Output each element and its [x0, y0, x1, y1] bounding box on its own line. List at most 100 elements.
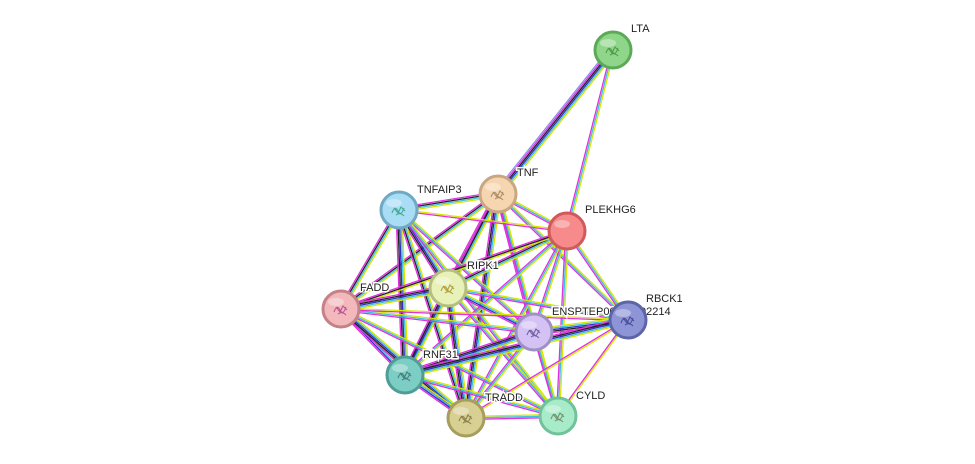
node-cyld[interactable]: CYLD: [538, 389, 607, 436]
edge-evidence-line: [340, 308, 535, 333]
node-label: LTA: [631, 23, 650, 35]
edge-evidence-line: [448, 232, 569, 291]
edge-lta-tnf: [494, 47, 617, 197]
edge-ripk1-rbck1: [447, 285, 629, 323]
node-highlight: [386, 199, 402, 207]
nodes-layer: LTATNFTNFAIP3PLEKHG6RIPK1FADDENSPTEP0000…: [321, 22, 684, 438]
edge-evidence-line: [340, 309, 535, 335]
edge-plekhg6-cyld: [555, 230, 570, 417]
edge-evidence-line: [340, 193, 500, 311]
node-label: CYLD: [576, 390, 605, 402]
node-highlight: [328, 298, 344, 306]
edge-evidence-line: [404, 319, 629, 376]
node-highlight: [453, 407, 469, 415]
edge-evidence-line: [340, 309, 629, 322]
node-tnf[interactable]: TNF: [478, 166, 540, 214]
edge-evidence-line: [398, 209, 535, 333]
protein-structure-icon: [526, 328, 541, 339]
protein-structure-icon: [620, 316, 635, 327]
edge-tnf-fadd: [339, 191, 500, 312]
node-circle[interactable]: [547, 211, 587, 251]
edge-tnfaip3-plekhg6: [398, 208, 568, 233]
edge-evidence-line: [403, 229, 567, 375]
node-label: RNF31: [423, 349, 458, 361]
edge-evidence-line: [497, 193, 629, 321]
edge-evidence-line: [448, 287, 469, 419]
edge-evidence-line: [398, 210, 568, 233]
node-highlight: [392, 364, 408, 372]
node-highlight: [554, 220, 570, 228]
edge-evidence-line: [404, 230, 568, 376]
edge-evidence-line: [404, 374, 559, 417]
node-lta[interactable]: LTA: [593, 22, 652, 70]
edge-evidence-line: [404, 320, 630, 378]
node-tradd[interactable]: TRADD: [446, 391, 524, 438]
edge-evidence-line: [396, 210, 465, 420]
edge-evidence-line: [339, 192, 499, 310]
edge-evidence-line: [399, 209, 408, 376]
node-highlight: [615, 309, 631, 317]
node-tnfaip3[interactable]: TNFAIP3: [379, 183, 463, 230]
node-label: TNFAIP3: [417, 184, 462, 196]
edge-evidence-line: [496, 194, 628, 322]
protein-structure-icon: [391, 206, 406, 217]
edge-evidence-line: [555, 230, 567, 417]
edge-evidence-line: [403, 328, 534, 373]
edge-evidence-line: [447, 231, 568, 290]
edge-evidence-line: [447, 287, 629, 321]
edge-rbck1-cyld: [556, 318, 630, 418]
edge-evidence-line: [339, 191, 498, 308]
node-label: RIPK1: [467, 260, 499, 272]
node-plekhg6[interactable]: PLEKHG6: [547, 203, 637, 251]
edge-evidence-line: [401, 209, 409, 376]
node-highlight: [435, 277, 451, 285]
edge-evidence-line: [500, 51, 617, 197]
node-ripk1[interactable]: RIPK1: [428, 259, 500, 308]
edge-rnf31-cyld: [403, 372, 560, 419]
node-highlight: [485, 183, 501, 191]
node-rnf31[interactable]: RNF31: [385, 348, 459, 395]
protein-structure-icon: [397, 371, 412, 382]
node-label: TNF: [517, 167, 539, 179]
edge-tnfaip3-ensptep00000002214: [397, 208, 536, 334]
protein-structure-icon: [333, 305, 348, 316]
protein-structure-icon: [458, 414, 473, 425]
protein-structure-icon: [605, 46, 620, 57]
edge-evidence-line: [496, 48, 614, 195]
node-rbck1[interactable]: RBCK1: [608, 292, 684, 340]
edge-evidence-line: [398, 208, 568, 231]
edge-evidence-line: [450, 286, 470, 419]
edge-evidence-line: [466, 193, 501, 419]
node-label: PLEKHG6: [585, 204, 636, 216]
edge-evidence-line: [447, 288, 629, 323]
edge-evidence-line: [397, 210, 534, 334]
edge-evidence-line: [558, 230, 570, 417]
edge-evidence-line: [444, 287, 464, 420]
protein-structure-icon: [550, 412, 565, 423]
protein-structure-icon: [440, 284, 455, 295]
edge-evidence-line: [564, 48, 613, 232]
protein-structure-icon: [490, 190, 505, 201]
edge-fadd-rbck1: [340, 307, 629, 322]
edge-evidence-line: [499, 50, 616, 197]
edge-evidence-line: [447, 287, 467, 419]
edge-evidence-line: [404, 372, 560, 416]
node-label: FADD: [360, 282, 389, 294]
edge-evidence-line: [495, 47, 612, 194]
edge-evidence-line: [497, 49, 615, 196]
node-highlight: [521, 321, 537, 329]
edge-evidence-line: [403, 316, 628, 373]
edge-evidence-line: [557, 230, 568, 417]
node-fadd[interactable]: FADD: [321, 281, 391, 329]
node-label: TRADD: [485, 392, 523, 404]
edge-rbck1-rnf31: [403, 316, 630, 379]
edge-rbck1-tradd: [464, 318, 630, 420]
edge-evidence-line: [396, 209, 405, 376]
edge-evidence-line: [566, 49, 614, 232]
edge-evidence-line: [399, 208, 536, 332]
edge-evidence-line: [403, 375, 559, 419]
edge-evidence-line: [398, 209, 406, 376]
edge-evidence-line: [403, 317, 629, 375]
node-highlight: [545, 405, 561, 413]
